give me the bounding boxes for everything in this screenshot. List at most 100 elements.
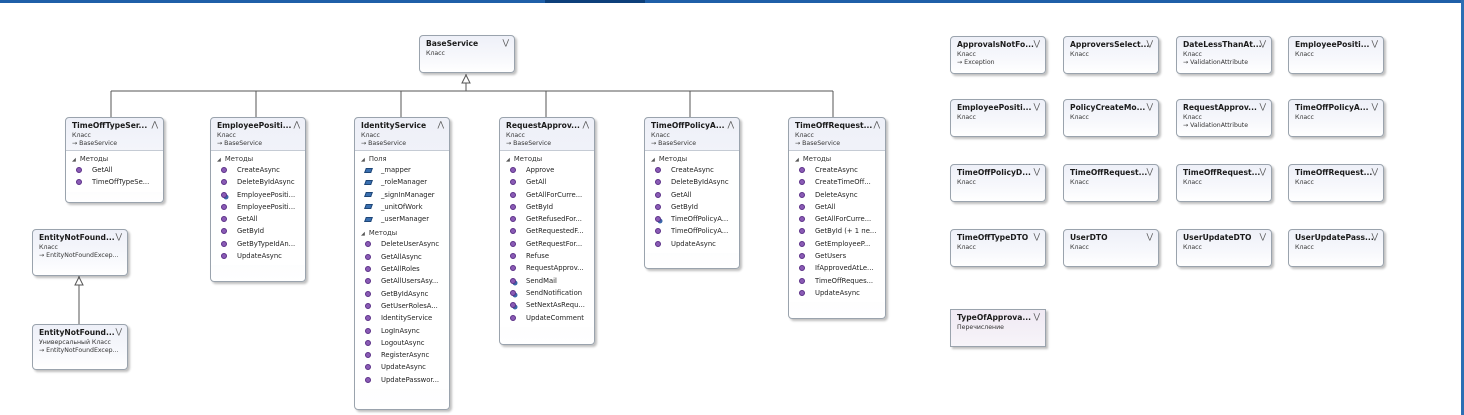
method-row[interactable]: LogInAsync: [355, 325, 449, 337]
method-row[interactable]: GetByTypeIdAn...: [211, 238, 305, 250]
method-row[interactable]: RegisterAsync: [355, 349, 449, 361]
section-header[interactable]: ◢Методы: [211, 151, 305, 164]
class-time-off-policy-service[interactable]: TimeOffPolicyA... Класс → BaseService ⋀ …: [644, 117, 740, 269]
class-time-off-request-service[interactable]: TimeOffRequest... Класс → BaseService ⋀ …: [788, 117, 886, 319]
class-employee-position-service[interactable]: EmployeePositi... Класс → BaseService ⋀ …: [210, 117, 306, 282]
class-time-off-type-service[interactable]: TimeOffTypeSer... Класс → BaseService ⋀ …: [65, 117, 164, 203]
method-row[interactable]: EmployeePositi...: [211, 189, 305, 201]
method-row[interactable]: CreateAsync: [789, 164, 885, 176]
class-collapsed[interactable]: TimeOffRequest...Класс⋁: [1288, 164, 1384, 202]
chevron-double-up-icon[interactable]: ⋀: [727, 120, 734, 129]
collapse-triangle-icon[interactable]: ◢: [651, 157, 655, 163]
chevron-double-down-icon[interactable]: ⋁: [1146, 167, 1153, 176]
collapse-triangle-icon[interactable]: ◢: [217, 157, 221, 163]
chevron-double-down-icon[interactable]: ⋁: [1259, 39, 1266, 48]
method-row[interactable]: GetAllUsersAsy...: [355, 275, 449, 287]
chevron-double-down-icon[interactable]: ⋁: [1033, 312, 1040, 321]
window-scrollbar[interactable]: [1461, 0, 1464, 415]
method-row[interactable]: GetAllForCurre...: [500, 189, 594, 201]
chevron-double-up-icon[interactable]: ⋀: [582, 120, 589, 129]
enum-type-of-approval[interactable]: TypeOfApprova... Перечисление ⋁: [950, 309, 1046, 347]
class-collapsed[interactable]: DateLessThanAt...Класс→ ValidationAttrib…: [1176, 36, 1272, 74]
chevron-double-down-icon[interactable]: ⋁: [1033, 39, 1040, 48]
method-row[interactable]: Approve: [500, 164, 594, 176]
method-row[interactable]: UpdateComment: [500, 312, 594, 324]
class-collapsed[interactable]: RequestApprov...Класс→ ValidationAttribu…: [1176, 99, 1272, 137]
method-row[interactable]: GetUsers: [789, 250, 885, 262]
method-row[interactable]: TimeOffPolicyA...: [645, 225, 739, 237]
collapse-triangle-icon[interactable]: ◢: [506, 157, 510, 163]
chevron-double-down-icon[interactable]: ⋁: [1371, 39, 1378, 48]
class-collapsed[interactable]: UserUpdatePass...Класс⋁: [1288, 229, 1384, 267]
method-row[interactable]: GetByIdAsync: [355, 288, 449, 300]
chevron-double-down-icon[interactable]: ⋁: [1371, 102, 1378, 111]
method-row[interactable]: GetAll: [500, 176, 594, 188]
chevron-double-down-icon[interactable]: ⋁: [1033, 102, 1040, 111]
class-identity-service[interactable]: IdentityService Класс → BaseService ⋀ ◢П…: [354, 117, 450, 410]
method-row[interactable]: EmployeePositi...: [211, 201, 305, 213]
method-row[interactable]: Refuse: [500, 250, 594, 262]
method-row[interactable]: GetById: [500, 201, 594, 213]
collapse-triangle-icon[interactable]: ◢: [72, 157, 76, 163]
method-row[interactable]: GetAll: [789, 201, 885, 213]
chevron-double-down-icon[interactable]: ⋁: [1146, 232, 1153, 241]
method-row[interactable]: GetById: [645, 201, 739, 213]
method-row[interactable]: DeleteAsync: [789, 189, 885, 201]
field-row[interactable]: _roleManager: [355, 176, 449, 188]
method-row[interactable]: DeleteByIdAsync: [645, 176, 739, 188]
chevron-double-up-icon[interactable]: ⋀: [437, 120, 444, 129]
collapse-triangle-icon[interactable]: ◢: [795, 157, 799, 163]
field-row[interactable]: _signInManager: [355, 189, 449, 201]
chevron-double-down-icon[interactable]: ⋁: [1259, 102, 1266, 111]
chevron-double-down-icon[interactable]: ⋁: [1146, 102, 1153, 111]
method-row[interactable]: TimeOffReques...: [789, 275, 885, 287]
section-header[interactable]: ◢Методы: [500, 151, 594, 164]
method-row[interactable]: GetAll: [211, 213, 305, 225]
chevron-double-down-icon[interactable]: ⋁: [1371, 232, 1378, 241]
method-row[interactable]: CreateAsync: [645, 164, 739, 176]
field-row[interactable]: _userManager: [355, 213, 449, 225]
chevron-double-down-icon[interactable]: ⋁: [1033, 167, 1040, 176]
chevron-double-down-icon[interactable]: ⋁: [1371, 167, 1378, 176]
method-row[interactable]: TimeOffPolicyA...: [645, 213, 739, 225]
method-row[interactable]: DeleteUserAsync: [355, 238, 449, 250]
method-row[interactable]: GetAllForCurre...: [789, 213, 885, 225]
class-base-service[interactable]: BaseService Класс ⋁: [419, 35, 515, 73]
method-row[interactable]: GetAll: [645, 189, 739, 201]
class-collapsed[interactable]: TimeOffRequest...Класс⋁: [1176, 164, 1272, 202]
method-row[interactable]: RequestApprov...: [500, 262, 594, 274]
class-collapsed[interactable]: EmployeePositi...Класс⋁: [1288, 36, 1384, 74]
method-row[interactable]: GetAllRoles: [355, 263, 449, 275]
class-collapsed[interactable]: PolicyCreateMo...Класс⋁: [1063, 99, 1159, 137]
section-header[interactable]: ◢Методы: [645, 151, 739, 164]
method-row[interactable]: GetById: [211, 225, 305, 237]
method-row[interactable]: DeleteByIdAsync: [211, 176, 305, 188]
field-row[interactable]: _mapper: [355, 164, 449, 176]
chevron-double-down-icon[interactable]: ⋁: [1033, 232, 1040, 241]
chevron-double-down-icon[interactable]: ⋁: [1146, 39, 1153, 48]
chevron-double-down-icon[interactable]: ⋁: [502, 38, 509, 47]
field-row[interactable]: _unitOfWork: [355, 201, 449, 213]
chevron-double-down-icon[interactable]: ⋁: [115, 327, 122, 336]
method-row[interactable]: GetById (+ 1 пе...: [789, 225, 885, 237]
chevron-double-up-icon[interactable]: ⋀: [151, 120, 158, 129]
method-row[interactable]: UpdateAsync: [211, 250, 305, 262]
collapse-triangle-icon[interactable]: ◢: [361, 157, 365, 163]
chevron-double-down-icon[interactable]: ⋁: [115, 232, 122, 241]
method-row[interactable]: IfApprovedAtLe...: [789, 262, 885, 274]
method-row[interactable]: SendMail: [500, 275, 594, 287]
method-row[interactable]: GetUserRolesA...: [355, 300, 449, 312]
method-row[interactable]: LogoutAsync: [355, 337, 449, 349]
method-row[interactable]: GetRefusedFor...: [500, 213, 594, 225]
class-collapsed[interactable]: ApprovalsNotFo...Класс→ Exception⋁: [950, 36, 1046, 74]
class-collapsed[interactable]: TimeOffPolicyD...Класс⋁: [950, 164, 1046, 202]
method-row[interactable]: IdentityService: [355, 312, 449, 324]
method-row[interactable]: SendNotification: [500, 287, 594, 299]
class-collapsed[interactable]: EmployeePositi...Класс⋁: [950, 99, 1046, 137]
section-header[interactable]: ◢Поля: [355, 151, 449, 164]
method-row[interactable]: CreateAsync: [211, 164, 305, 176]
class-collapsed[interactable]: TimeOffPolicyA...Класс⋁: [1288, 99, 1384, 137]
